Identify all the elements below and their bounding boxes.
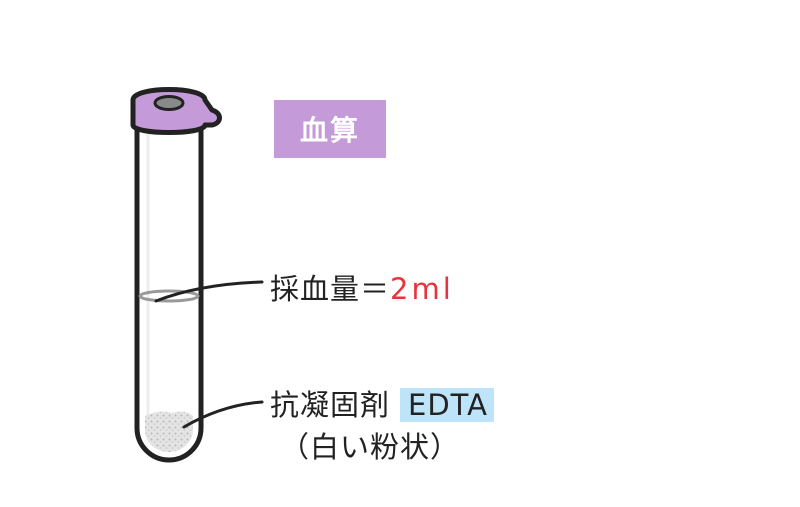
anticoagulant-text: 抗凝固剤 <box>270 388 391 422</box>
blood-count-tag: 血算 <box>274 100 386 158</box>
blood-volume-value: 2ml <box>390 272 454 306</box>
tube-cap <box>130 87 222 135</box>
edta-powder <box>145 411 193 452</box>
anticoagulant-label: 抗凝固剤 EDTA <box>270 382 494 424</box>
volume-leader-line <box>154 280 264 303</box>
edta-highlight: EDTA <box>400 388 494 422</box>
blood-volume-label: 採血量＝2ml <box>270 266 454 308</box>
powder-leader-line <box>182 400 264 429</box>
blood-count-tag-text: 血算 <box>299 114 360 147</box>
blood-volume-prefix: 採血量＝ <box>270 272 391 306</box>
tube-body <box>134 115 204 463</box>
powder-note: （白い粉状） <box>280 430 461 464</box>
fill-level-ring <box>138 289 200 303</box>
